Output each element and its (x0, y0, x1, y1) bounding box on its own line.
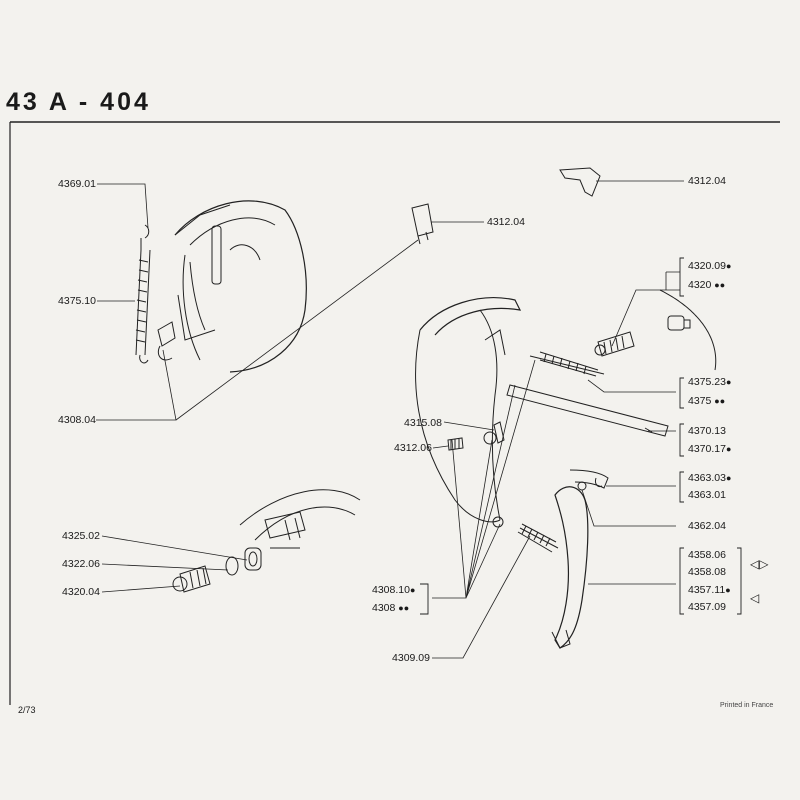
label-4375-23: 4375.23● (688, 376, 732, 388)
single-mark: ● (725, 585, 731, 595)
label-4312-04-right: 4312.04 (688, 175, 726, 187)
adjuster-4320-09 (594, 331, 635, 357)
label-4320: 4320 ●● (688, 279, 726, 291)
label-4320-04: 4320.04 (62, 586, 100, 598)
spring-4375-23 (529, 351, 605, 377)
leader-lines (96, 180, 684, 659)
label-4363-01: 4363.01 (688, 489, 726, 501)
label-4370-13: 4370.13 (688, 425, 726, 437)
bracket-lines (420, 257, 742, 615)
single-mark: ● (725, 377, 732, 387)
label-4325-02: 4325.02 (62, 530, 100, 542)
right-side-arrow: ◁▷ (750, 557, 769, 571)
single-mark: ● (409, 585, 416, 595)
adjuster-4320-04 (172, 565, 211, 593)
clip-4312-04-left (411, 203, 434, 245)
brake-shoe-secondary (551, 486, 589, 649)
spring-4309-09 (517, 523, 559, 553)
label-4320-09: 4320.09● (688, 260, 732, 272)
double-mark: ●● (398, 603, 410, 613)
label-4357-09: 4357.09 (688, 601, 726, 613)
label-4358-08: 4358.08 (688, 566, 726, 578)
single-mark: ● (725, 444, 732, 454)
label-4362-04: 4362.04 (688, 520, 726, 532)
double-mark: ●● (714, 396, 726, 406)
sheet-code: 43 A - 404 (6, 88, 151, 116)
strut-4370-13 (506, 384, 669, 437)
label-4309-09: 4309.09 (392, 652, 430, 664)
label-4322-06: 4322.06 (62, 558, 100, 570)
single-mark: ● (725, 261, 732, 271)
spring-4375-10 (135, 224, 151, 364)
label-4375-10: 4375.10 (58, 295, 96, 307)
pin-4315-08 (493, 421, 505, 444)
right-drum-partial (659, 289, 717, 371)
upper-drum-view (174, 200, 307, 373)
label-4369-01: 4369.01 (58, 178, 96, 190)
double-mark: ●● (714, 280, 726, 290)
cup-4322-06 (225, 556, 239, 576)
label-4312-06: 4312.06 (394, 442, 432, 454)
lever-4363 (569, 469, 609, 489)
washer-4362-04 (577, 481, 587, 491)
label-4375: 4375 ●● (688, 395, 726, 407)
lower-drum-view (239, 489, 361, 549)
brake-shoe-main (415, 297, 522, 528)
seal-4325-02 (244, 547, 262, 571)
label-4363-03: 4363.03● (688, 472, 732, 484)
printed-in-france: Printed in France (720, 702, 774, 709)
label-4308: 4308 ●● (372, 602, 410, 614)
label-4357-11: 4357.11● (688, 584, 731, 596)
label-4370-17: 4370.17● (688, 443, 732, 455)
label-4308-04: 4308.04 (58, 414, 96, 426)
page-number: 2/73 (18, 705, 36, 715)
label-4315-08: 4315.08 (404, 417, 442, 429)
label-4312-04-left: 4312.04 (487, 216, 525, 228)
clip-4312-04-right (559, 167, 601, 197)
label-4358-06: 4358.06 (688, 549, 726, 561)
single-mark: ● (725, 473, 732, 483)
label-4308-10: 4308.10● (372, 584, 416, 596)
clip-4308-04 (157, 321, 176, 361)
spring-4312-06 (447, 437, 464, 451)
left-side-arrow: ◁ (750, 591, 760, 605)
